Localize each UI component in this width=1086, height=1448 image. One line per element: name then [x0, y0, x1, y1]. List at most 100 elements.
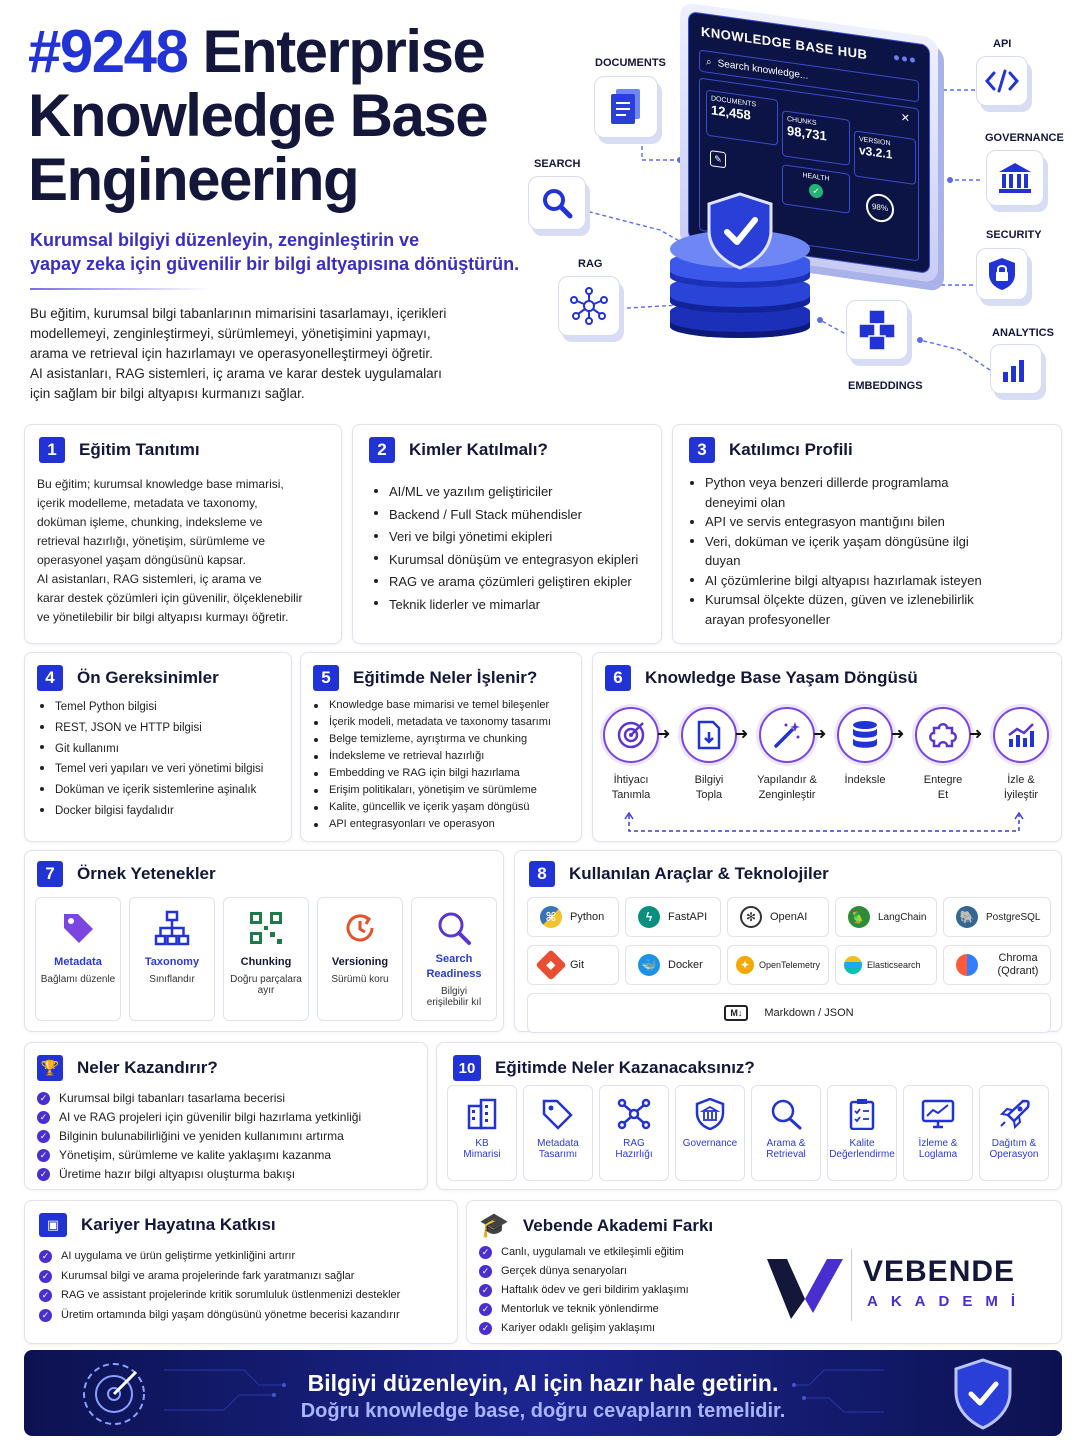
close-icon[interactable]: ✕ [900, 111, 910, 126]
section-number: 1 [39, 437, 65, 463]
lifecycle-step-1 [603, 707, 659, 763]
grid-icon [250, 912, 282, 944]
lifecycle-step-3 [759, 707, 815, 763]
list-item: Haftalık ödev ve geri bildirim yaklaşımı [479, 1281, 689, 1300]
list-item: Yönetişim, sürümleme ve kalite yaklaşımı… [37, 1146, 361, 1165]
list-item: Erişim politikaları, yönetişim ve sürüml… [311, 782, 551, 799]
section-number: 2 [369, 437, 395, 463]
parrot-icon: 🦜 [848, 906, 870, 928]
list-item: API ve servis entegrasyon mantığını bile… [687, 512, 987, 532]
list-item: RAG ve arama çözümleri geliştiren ekiple… [371, 571, 638, 594]
section-title: Eğitim Tanıtımı [79, 440, 200, 459]
target-icon [83, 1363, 145, 1425]
hero-label-api: API [993, 38, 1012, 50]
difference-list: Canlı, uygulamalı ve etkileşimli eğitim … [479, 1243, 689, 1338]
list-item: AI uygulama ve ürün geliştirme yetkinliğ… [39, 1247, 400, 1267]
hero-label-embeddings: EMBEDDINGS [848, 380, 923, 392]
shield-check-icon [707, 192, 773, 270]
gain-tile: İzleme &Loglama [903, 1085, 973, 1181]
tool-elasticsearch: Elasticsearch [835, 945, 937, 985]
python-icon: ⌘ [540, 906, 562, 928]
hero-label-search: SEARCH [534, 158, 581, 170]
section-number: 6 [605, 665, 631, 691]
section-title: Vebende Akademi Farkı [522, 1215, 714, 1235]
list-item: Kurumsal dönüşüm ve entegrasyon ekipleri [371, 549, 638, 572]
list-item: Mentorluk ve teknik yönlendirme [479, 1300, 689, 1319]
intro-text: Bu eğitim, kurumsal bilgi tabanlarının m… [30, 306, 447, 401]
list-item: Temel Python bilgisi [37, 697, 263, 718]
graduation-cap-icon: 🎓 [479, 1212, 509, 1239]
briefcase-icon: ▣ [39, 1213, 67, 1237]
analytics-tile [990, 344, 1042, 394]
tag-icon [542, 1099, 573, 1130]
list-item: AI ve RAG projeleri için güvenilir bilgi… [37, 1108, 361, 1127]
section-title: Neler Kazandırır? [77, 1058, 218, 1077]
edit-icon: ✎ [710, 150, 726, 169]
database-icon [853, 721, 877, 748]
search-icon [438, 912, 471, 945]
section-number: 3 [689, 437, 715, 463]
openai-icon: ✻ [740, 906, 762, 928]
hero-label-security: SECURITY [986, 229, 1042, 241]
arrow-icon: ➜ [735, 726, 749, 743]
prereq-list: Temel Python bilgisi REST, JSON ve HTTP … [37, 697, 263, 822]
search-icon [771, 1099, 802, 1130]
clock-icon [346, 914, 374, 942]
network-icon [617, 1098, 651, 1130]
gain-tile: Arama &Retrieval [751, 1085, 821, 1181]
tool-git: ◆Git [527, 945, 619, 985]
list-item: Backend / Full Stack mühendisler [371, 504, 638, 527]
list-item: Veri, doküman ve içerik yaşam döngüsüne … [687, 532, 987, 571]
list-item: İndeksleme ve retrieval hazırlığı [311, 748, 551, 765]
stat-health-label: HEALTH [802, 172, 830, 183]
section-1-card: 1 Eğitim Tanıtımı Bu eğitim; kurumsal kno… [24, 424, 342, 644]
cubes-icon [858, 309, 896, 351]
gain-tile: Governance [675, 1085, 745, 1181]
subtitle: Kurumsal bilgiyi düzenleyin, zenginleşti… [30, 230, 520, 274]
section-12-card: 🎓 Vebende Akademi Farkı Canlı, uygulamalı… [466, 1200, 1062, 1344]
lifecycle-label-6: İzle &İyileştir [1003, 774, 1039, 801]
arrow-icon: ➜ [813, 726, 827, 743]
bar-chart-icon [1003, 360, 1024, 382]
tool-docker: 🐳Docker [625, 945, 721, 985]
arrow-icon: ➜ [891, 726, 905, 743]
section-title: Knowledge Base Yaşam Döngüsü [645, 668, 918, 687]
brand-name: VEBENDE [863, 1255, 1016, 1288]
section-number: 5 [313, 665, 339, 691]
trend-chart-icon [1008, 723, 1034, 747]
puzzle-icon [929, 723, 957, 748]
lifecycle-label-3: Yapılandır &Zenginleştir [757, 774, 817, 801]
stat-chunks: CHUNKS 98,731 [782, 110, 850, 166]
section-number: 10 [453, 1055, 481, 1081]
brand-subname: AKADEMİ [867, 1293, 1028, 1310]
tool-langchain: 🦜LangChain [835, 897, 937, 937]
logo-divider [851, 1249, 852, 1321]
embeddings-tile [846, 300, 908, 360]
rocket-icon [999, 1099, 1030, 1130]
tool-python: ⌘Python [527, 897, 619, 937]
bank-icon [999, 163, 1031, 193]
lifecycle-step-4 [837, 707, 893, 763]
governance-tile [986, 150, 1044, 206]
list-item: Belge temizleme, ayrıştırma ve chunking [311, 731, 551, 748]
list-item: AI/ML ve yazılım geliştiriciler [371, 481, 638, 504]
hierarchy-icon [154, 910, 190, 946]
lifecycle-step-2 [681, 707, 737, 763]
section-number: 7 [37, 861, 63, 887]
audience-list: AI/ML ve yazılım geliştiriciler Backend … [371, 481, 638, 616]
career-list: AI uygulama ve ürün geliştirme yetkinliğ… [39, 1247, 400, 1325]
hero-label-governance: GOVERNANCE [985, 132, 1064, 144]
list-item: Kurumsal bilgi ve arama projelerinde far… [39, 1267, 400, 1287]
list-item: Üretim ortamında bilgi yaşam döngüsünü y… [39, 1306, 400, 1326]
section-1-text: Bu eğitim; kurumsal knowledge base mimar… [37, 477, 303, 624]
circuit-pattern [164, 1369, 884, 1413]
lifecycle-step-5 [915, 707, 971, 763]
capability-tile: Search Readiness Bilgiyi erişilebilir kı… [411, 897, 497, 1021]
